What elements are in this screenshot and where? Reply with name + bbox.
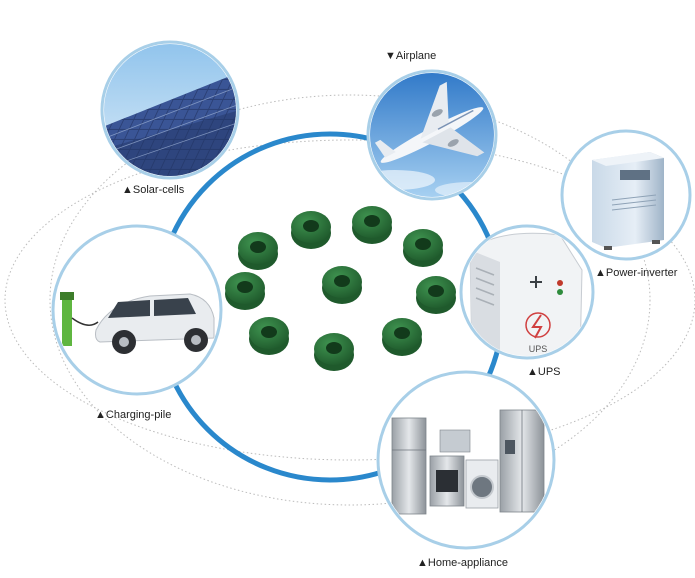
- ups-bubble: UPS: [459, 224, 595, 360]
- toroid-core-icon: [314, 333, 354, 371]
- label-home-appliance: ▲Home-appliance: [417, 557, 508, 569]
- charging-pile-bubble: [51, 224, 223, 396]
- toroid-core-icon: [249, 317, 289, 355]
- label-airplane: ▼Airplane: [385, 50, 437, 62]
- home-appliances-photo-icon: [380, 374, 552, 546]
- airplane-bubble: [366, 69, 498, 201]
- ev-charging-photo-icon: [55, 228, 219, 392]
- toroid-core-icon: [352, 206, 392, 244]
- solar-panel-photo-icon: [104, 44, 236, 176]
- toroid-cores: [225, 206, 456, 371]
- toroid-core-icon: [382, 318, 422, 356]
- airplane-photo-icon: [370, 73, 494, 197]
- toroid-core-icon: [403, 229, 443, 267]
- power-inverter-bubble: [560, 129, 692, 261]
- toroid-core-icon: [291, 211, 331, 249]
- toroid-core-icon: [416, 276, 456, 314]
- ups-device-photo-icon: UPS: [463, 228, 591, 356]
- solar-cells-bubble: [100, 40, 240, 180]
- label-ups: ▲UPS: [527, 366, 561, 378]
- home-appliance-bubble: [376, 370, 556, 550]
- label-power-inverter: ▲Power-inverter: [595, 267, 678, 279]
- ups-panel-text: UPS: [529, 344, 548, 354]
- dotted-orbits: [4, 94, 695, 506]
- label-solar-cells: ▲Solar-cells: [122, 184, 185, 196]
- toroid-core-icon: [238, 232, 278, 270]
- toroid-core-icon: [225, 272, 265, 310]
- toroid-core-icon: [322, 266, 362, 304]
- power-inverter-photo-icon: [564, 133, 688, 257]
- label-charging-pile: ▲Charging-pile: [95, 409, 172, 421]
